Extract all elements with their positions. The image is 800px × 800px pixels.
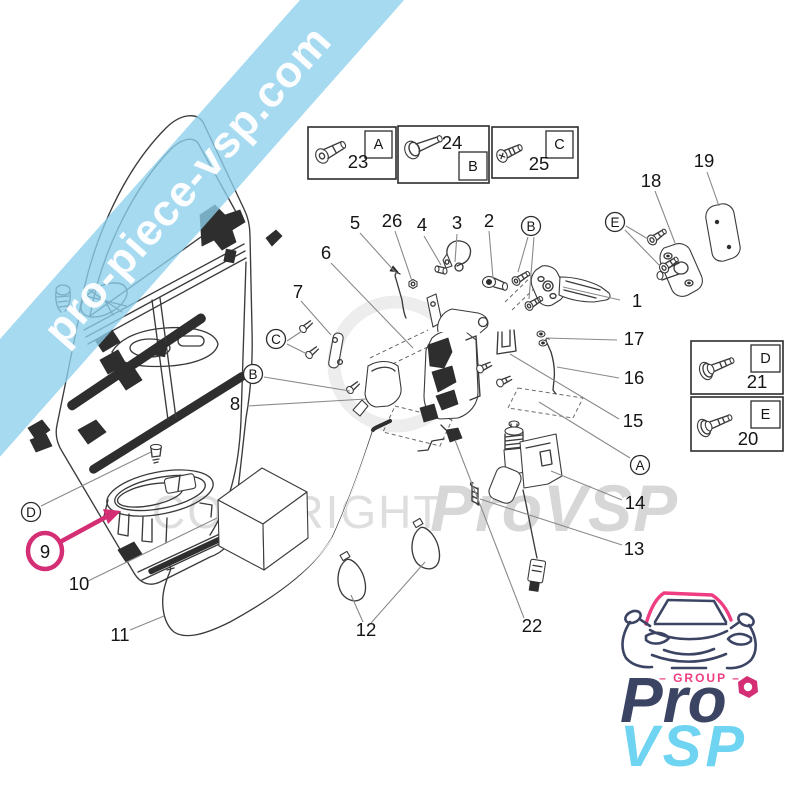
hinge-screw-icon <box>658 256 679 274</box>
link-rod-5 <box>389 265 407 319</box>
part-label-26: 26 <box>382 210 403 231</box>
part-label-24: 24 <box>442 132 463 153</box>
part-label-15: 15 <box>623 410 644 431</box>
logo-group-label: – GROUP – <box>659 671 741 685</box>
part-label-21: 21 <box>747 371 768 392</box>
letter-marker-d: D <box>20 501 42 523</box>
part-label-17: 17 <box>624 328 645 349</box>
svg-text:B: B <box>526 219 535 234</box>
part-number-labels: 1 2 3 4 5 6 7 8 10 11 12 13 14 15 16 17 … <box>69 150 715 645</box>
svg-text:B: B <box>248 367 257 382</box>
shield-plate-8 <box>352 360 402 417</box>
logo-pro-text: Pro <box>620 664 727 736</box>
part-label-16: 16 <box>624 367 645 388</box>
lock-actuator-14 <box>488 420 563 592</box>
striker-assembly-1 <box>530 265 611 307</box>
relay-box-10 <box>217 467 309 571</box>
part-label-7: 7 <box>293 281 303 302</box>
part-label-5: 5 <box>350 212 360 233</box>
letter-marker-c: C <box>265 328 287 350</box>
countersunk-screw-icon <box>315 140 347 164</box>
highlight-annotation-9: 9 <box>25 509 121 572</box>
fastener-box-d: D 21 <box>690 340 784 395</box>
part-label-10: 10 <box>69 573 90 594</box>
small-screw-icon <box>346 381 361 395</box>
leader-lines <box>40 147 753 631</box>
pan-screw-icon <box>496 144 523 163</box>
svg-text:E: E <box>610 215 619 230</box>
fastener-box-c: C 25 <box>491 126 579 179</box>
hinge-plate-18 <box>656 243 703 297</box>
fastener-box-a: A 23 <box>307 126 397 180</box>
logo-vsp-text: VSP <box>620 714 748 779</box>
highlight-arrow-icon <box>103 509 121 524</box>
letter-marker-b2: B <box>242 363 264 385</box>
nut-26 <box>408 278 418 290</box>
lock-cylinder-2 <box>481 275 509 291</box>
part-label-12: 12 <box>356 619 377 640</box>
svg-text:B: B <box>468 159 478 175</box>
knob-clip-22 <box>440 424 463 443</box>
pin-4 <box>434 265 448 275</box>
hinge-screw-icon <box>646 228 667 246</box>
svg-text:C: C <box>554 137 564 153</box>
svg-text:D: D <box>26 505 36 520</box>
part-label-18: 18 <box>641 170 662 191</box>
part-label-13: 13 <box>624 538 645 559</box>
regulator-parts <box>94 204 283 391</box>
part-label-20: 20 <box>738 428 759 449</box>
handle-bracket-3 <box>442 240 472 272</box>
striker-screw-icon <box>511 270 531 286</box>
part-label-14: 14 <box>625 492 646 513</box>
part-label-11: 11 <box>110 624 129 645</box>
washer-screw-icon <box>698 357 735 381</box>
part-label-2: 2 <box>484 210 494 231</box>
letter-marker-b: B <box>520 215 542 237</box>
letter-marker-e: E <box>604 211 626 233</box>
part-label-23: 23 <box>348 151 369 172</box>
cable-11 <box>162 419 392 637</box>
part-label-22: 22 <box>522 615 543 636</box>
svg-text:C: C <box>271 332 281 347</box>
part-label-9: 9 <box>40 541 50 562</box>
svg-text:D: D <box>760 351 770 367</box>
cable-tie-12 <box>337 517 441 602</box>
clutch-pin-icon <box>404 135 443 160</box>
window-switch-bezel-9 <box>103 469 214 544</box>
fastener-box-e: E 20 <box>690 396 784 452</box>
svg-text:A: A <box>635 458 644 473</box>
fastener-box-b: B 24 <box>397 125 490 184</box>
car-outline-icon <box>621 591 757 670</box>
check-link-7 <box>328 332 344 369</box>
washer-screw-icon <box>696 414 733 438</box>
small-screw-icon <box>299 320 314 334</box>
lock-screw-icon <box>496 375 513 388</box>
door-lock-assembly <box>417 293 513 452</box>
svg-text:A: A <box>374 137 384 153</box>
hex-nut-icon <box>738 676 758 698</box>
letter-marker-a: A <box>629 454 651 476</box>
lock-screw-icon <box>476 361 493 374</box>
letter-markers: A B B C D E <box>20 211 651 523</box>
provsp-logo: – GROUP – Pro VSP <box>620 591 758 779</box>
part-label-19: 19 <box>694 150 715 171</box>
rod-16 <box>545 337 557 395</box>
striker-screw-icon <box>524 295 544 311</box>
small-screw-icon <box>305 346 320 360</box>
part-label-1: 1 <box>632 290 642 311</box>
svg-text:E: E <box>761 407 771 423</box>
part-label-4: 4 <box>417 214 427 235</box>
part-label-25: 25 <box>529 153 550 174</box>
part-label-8: 8 <box>230 393 240 414</box>
u-clip-15 <box>496 329 517 355</box>
part-label-3: 3 <box>452 212 462 233</box>
grommets-17 <box>536 330 548 347</box>
gasket-19 <box>705 203 741 262</box>
bezel-screw-icon <box>149 443 163 464</box>
part-label-6: 6 <box>321 242 331 263</box>
